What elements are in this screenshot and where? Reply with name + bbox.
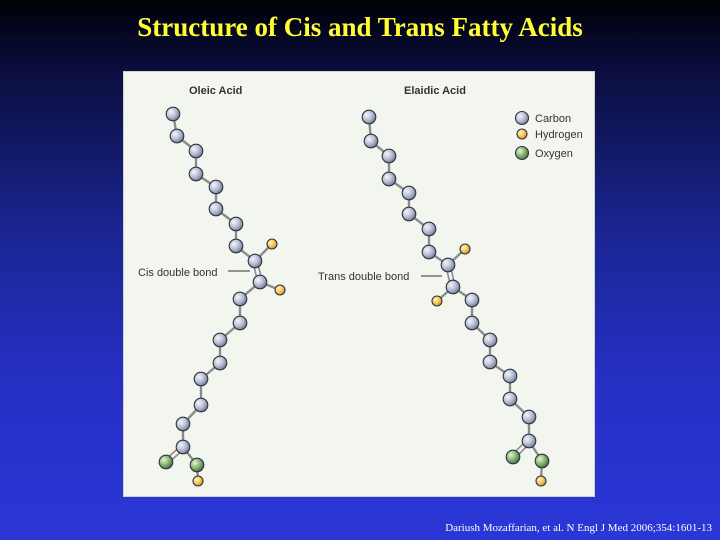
elaidic-carbon-atom-15 <box>502 368 518 384</box>
oleic-oxygen-atom-1 <box>158 454 174 470</box>
elaidic-carbon-atom-9 <box>440 257 456 273</box>
oleic-carbon-atom-9 <box>247 253 263 269</box>
elaidic-carbon-atom-16 <box>502 391 518 407</box>
legend-label-hydrogen: Hydrogen <box>535 129 583 141</box>
elaidic-carbon-atom-4 <box>381 171 397 187</box>
elaidic-oxygen-atom-1 <box>505 449 521 465</box>
legend: Carbon Hydrogen Oxygen <box>514 110 583 161</box>
oleic-carbon-atom-1 <box>165 106 181 122</box>
elaidic-carbon-atom-5 <box>401 185 417 201</box>
oleic-carbon-atom-13 <box>212 332 228 348</box>
legend-label-oxygen: Oxygen <box>535 148 573 160</box>
oleic-carbon-atom-4 <box>188 166 204 182</box>
oleic-carbon-atom-16 <box>193 397 209 413</box>
elaidic-carbon-atom-3 <box>381 148 397 164</box>
oleic-carbon-atom-11 <box>232 291 248 307</box>
elaidic-carbon-atom-10 <box>445 279 461 295</box>
oleic-carbon-atom-14 <box>212 355 228 371</box>
elaidic-oxygen-atom-2 <box>534 453 550 469</box>
molecule-figure: Oleic Acid Elaidic Acid Cis double bond … <box>123 71 595 497</box>
elaidic-carbon-atom-12 <box>464 315 480 331</box>
elaidic-carbon-atom-7 <box>421 221 437 237</box>
oleic-hydrogen-atom-1 <box>266 238 278 250</box>
elaidic-carbon-atom-1 <box>361 109 377 125</box>
oleic-hydrogen-atom-2 <box>274 284 286 296</box>
elaidic-carbon-atom-2 <box>363 133 379 149</box>
oleic-carbon-atom-3 <box>188 143 204 159</box>
oleic-carbon-atom-18 <box>175 439 191 455</box>
oleic-oxygen-atom-2 <box>189 457 205 473</box>
oleic-carbon-atom-17 <box>175 416 191 432</box>
oleic-carbon-atom-6 <box>208 201 224 217</box>
legend-label-carbon: Carbon <box>535 113 571 125</box>
elaidic-hydrogen-atom-2 <box>431 295 443 307</box>
oleic-acid-title: Oleic Acid <box>189 85 242 97</box>
atoms-layer <box>158 106 550 487</box>
oleic-carbon-atom-5 <box>208 179 224 195</box>
elaidic-carbon-atom-17 <box>521 409 537 425</box>
hydrogen-legend-swatch <box>516 128 528 140</box>
molecule-diagram: Oleic Acid Elaidic Acid Cis double bond … <box>138 85 583 487</box>
citation: Dariush Mozaffarian, et al. N Engl J Med… <box>445 522 712 534</box>
elaidic-carbon-atom-6 <box>401 206 417 222</box>
carbon-legend-swatch <box>514 110 530 126</box>
elaidic-carbon-atom-8 <box>421 244 437 260</box>
oleic-carbon-atom-15 <box>193 371 209 387</box>
slide-title: Structure of Cis and Trans Fatty Acids <box>137 12 583 42</box>
oxygen-legend-swatch <box>514 145 530 161</box>
oleic-carbon-atom-2 <box>169 128 185 144</box>
elaidic-acid-title: Elaidic Acid <box>404 85 466 97</box>
elaidic-carbon-atom-14 <box>482 354 498 370</box>
elaidic-carbon-atom-13 <box>482 332 498 348</box>
oleic-carbon-atom-8 <box>228 238 244 254</box>
oleic-carbon-atom-12 <box>232 315 248 331</box>
bonds-layer <box>164 113 544 482</box>
oleic-carbon-atom-7 <box>228 216 244 232</box>
elaidic-carbon-atom-18 <box>521 433 537 449</box>
cis-double-bond-label: Cis double bond <box>138 267 218 279</box>
trans-double-bond-label: Trans double bond <box>318 271 409 283</box>
elaidic-hydrogen-atom-1 <box>459 243 471 255</box>
elaidic-carbon-atom-11 <box>464 292 480 308</box>
elaidic-hydroxyl-hydrogen-atom <box>535 475 547 487</box>
oleic-carbon-atom-10 <box>252 274 268 290</box>
oleic-hydroxyl-hydrogen-atom <box>192 475 204 487</box>
